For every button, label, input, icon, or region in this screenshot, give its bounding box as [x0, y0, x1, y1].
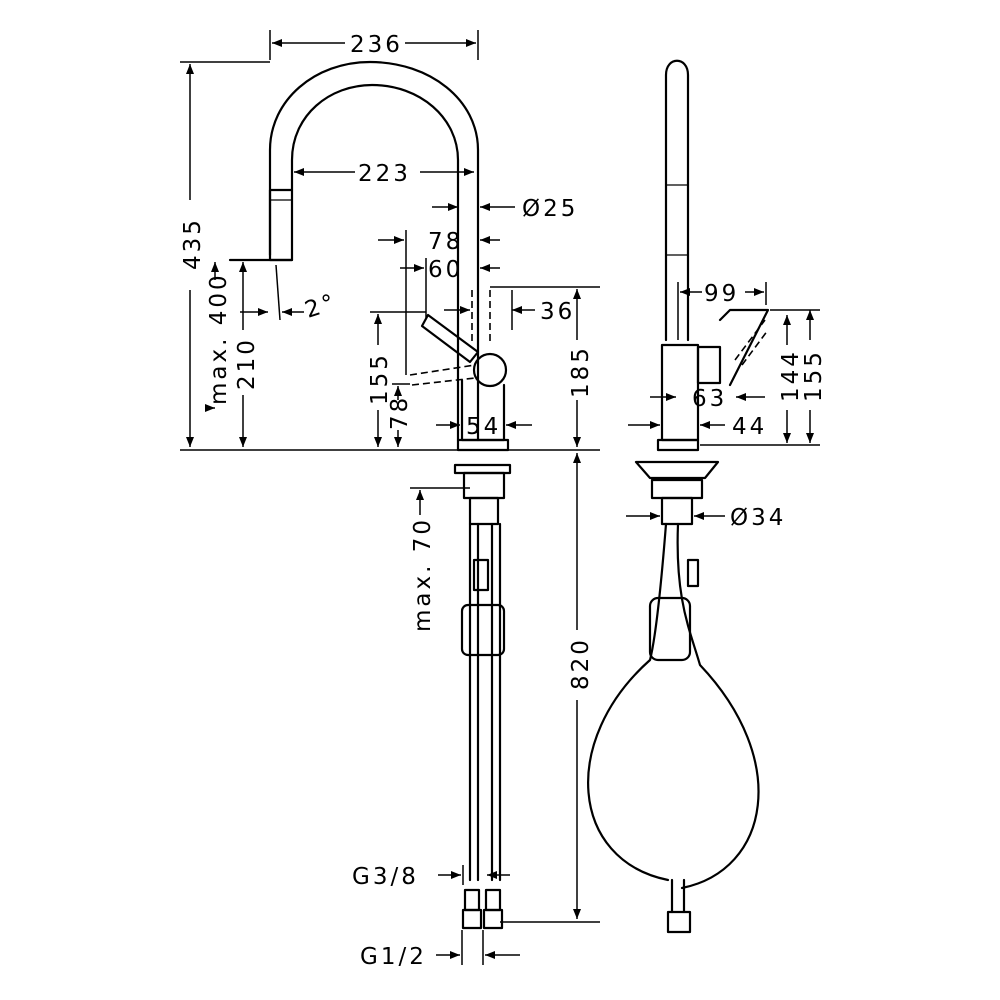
dim-210: 210	[234, 337, 260, 390]
dim-236: 236	[350, 32, 403, 58]
dim-60: 60	[428, 257, 463, 283]
side-lever	[718, 308, 770, 387]
lever-hub	[472, 352, 508, 388]
dim-99: 99	[704, 281, 739, 307]
dim-435: 435	[180, 217, 206, 270]
dim-63: 63	[692, 386, 727, 412]
dim-max-400: max. 400	[206, 272, 232, 405]
dim-36: 36	[540, 299, 575, 325]
dim-diameter-34: Ø34	[730, 505, 786, 531]
dim-144: 144	[778, 349, 804, 402]
dim-g1-2: G1/2	[360, 944, 427, 970]
dim-223: 223	[358, 161, 411, 187]
dim-155-right: 155	[801, 349, 827, 402]
dim-54: 54	[466, 414, 501, 440]
lever-handle	[420, 313, 480, 364]
dim-78-top: 78	[428, 229, 463, 255]
dim-820: 820	[568, 637, 594, 690]
dim-diameter-25: Ø25	[522, 196, 578, 222]
dim-185: 185	[568, 345, 594, 398]
spout-inner	[290, 83, 460, 442]
dimension-labels: 236 223 435 max. 400 210 2° Ø25 78 60 36…	[180, 32, 827, 970]
dim-155-left: 155	[367, 352, 393, 405]
dim-78-bottom: 78	[387, 395, 413, 430]
spout-outer	[268, 60, 480, 442]
dimension-lines	[180, 30, 820, 965]
dim-max-70: max. 70	[410, 517, 436, 632]
front-view	[228, 60, 512, 930]
pull-out-hose	[587, 522, 670, 882]
dim-2-degrees: 2°	[302, 289, 341, 324]
dim-g3-8: G3/8	[352, 864, 419, 890]
side-spout	[664, 59, 690, 342]
dim-44: 44	[732, 414, 767, 440]
side-view	[587, 59, 770, 934]
